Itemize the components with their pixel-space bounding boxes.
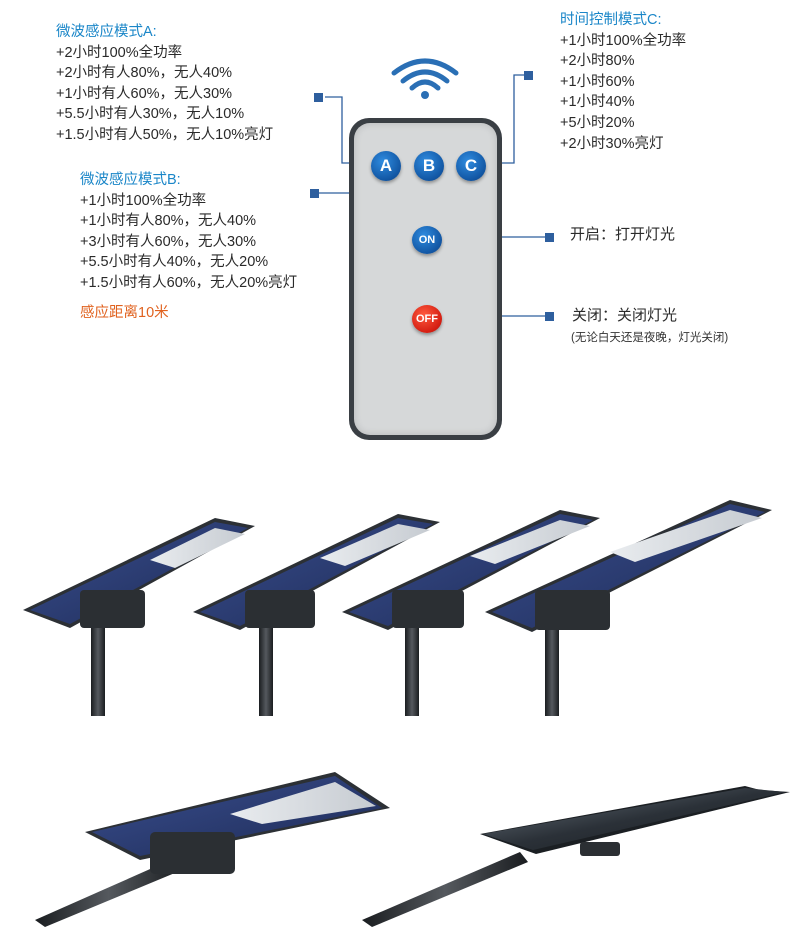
mode-b-line: +1小时有人80%，无人40%: [80, 213, 257, 230]
mode-a-line: +2小时100%全功率: [56, 44, 183, 61]
mode-b-title: 微波感应模式B:: [80, 172, 181, 188]
mode-b-block: 微波感应模式B: +1小时100%全功率 +1小时有人80%，无人40% +3小…: [80, 170, 297, 294]
wireless-signal-icon: [391, 58, 459, 99]
mode-a-title: 微波感应模式A:: [56, 24, 157, 40]
mode-b-line: +5.5小时有人40%，无人20%: [80, 254, 269, 271]
off-note: (无论白天还是夜晚，灯光关闭): [571, 332, 729, 344]
sensing-distance-text: 感应距离10米: [80, 305, 169, 321]
mode-a-line: +1.5小时有人50%，无人10%亮灯: [56, 126, 274, 143]
remote-button-a[interactable]: A: [371, 151, 401, 181]
mode-c-line: +1小时40%: [560, 94, 635, 111]
remote-button-c[interactable]: C: [456, 151, 486, 181]
on-description: 开启：打开灯光: [570, 226, 676, 243]
solar-street-lamps-illustration: [23, 500, 790, 927]
off-description: 关闭：关闭灯光: [572, 307, 678, 324]
mode-a-line: +2小时有人80%，无人40%: [56, 65, 233, 82]
remote-button-on[interactable]: ON: [412, 226, 442, 254]
remote-control: A B C ON OFF: [349, 118, 502, 440]
sensing-distance: 感应距离10米: [80, 303, 169, 324]
mode-c-line: +1小时60%: [560, 73, 635, 90]
remote-button-b[interactable]: B: [414, 151, 444, 181]
lamp-5-closeup: [35, 772, 390, 927]
mode-c-line: +2小时30%亮灯: [560, 135, 664, 152]
lamp-2: [193, 514, 440, 716]
mode-b-line: +1.5小时有人60%，无人20%亮灯: [80, 274, 298, 291]
mode-a-block: 微波感应模式A: +2小时100%全功率 +2小时有人80%，无人40% +1小…: [56, 22, 273, 146]
lamp-4: [485, 500, 772, 716]
mode-c-line: +1小时100%全功率: [560, 32, 687, 49]
mode-c-line: +5小时20%: [560, 114, 635, 131]
marker-square: [545, 312, 554, 321]
mode-b-line: +3小时有人60%，无人30%: [80, 233, 257, 250]
lamp-6-topview: [362, 786, 790, 927]
lamp-1: [23, 518, 255, 716]
remote-button-off[interactable]: OFF: [412, 305, 442, 333]
mode-a-line: +5.5小时有人30%，无人10%: [56, 106, 245, 123]
marker-square: [545, 233, 554, 242]
remote-face: A B C ON OFF: [354, 123, 497, 435]
mode-c-title: 时间控制模式C:: [560, 12, 662, 28]
mode-a-line: +1小时有人60%，无人30%: [56, 85, 233, 102]
marker-square: [314, 93, 323, 102]
marker-square: [524, 71, 533, 80]
mode-b-line: +1小时100%全功率: [80, 192, 207, 209]
mode-c-block: 时间控制模式C: +1小时100%全功率 +2小时80% +1小时60% +1小…: [560, 10, 686, 154]
marker-square: [310, 189, 319, 198]
mode-c-line: +2小时80%: [560, 53, 635, 70]
lamp-3: [342, 510, 600, 716]
